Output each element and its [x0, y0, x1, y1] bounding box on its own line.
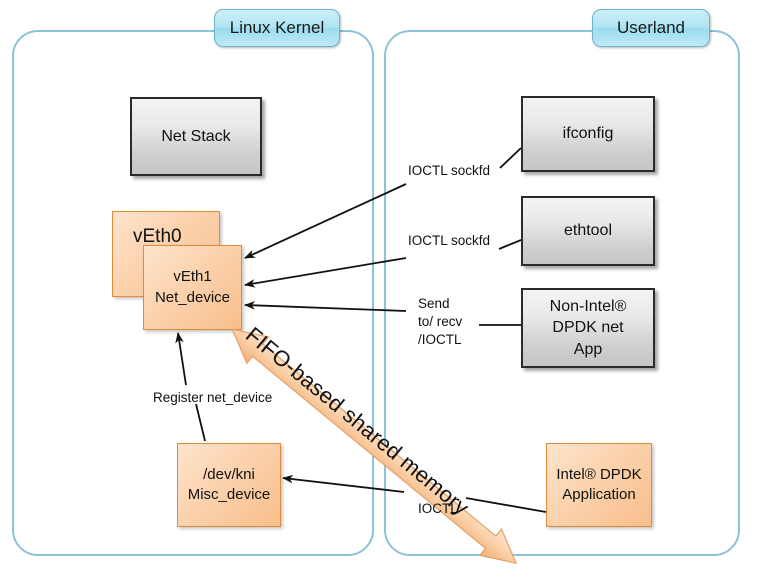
- edge-label-send-recv-ioctl: Send to/ recv /IOCTL: [418, 296, 463, 348]
- edge-label-register-net-device: Register net_device: [153, 390, 273, 405]
- edge-label-ioctl-bottom: IOCTL: [418, 501, 458, 516]
- panel-linux-kernel: [12, 30, 374, 556]
- box-intel-dpdk-application: Intel® DPDK Application: [546, 443, 652, 527]
- edge-label-ioctl-sockfd-2: IOCTL sockfd: [408, 233, 491, 248]
- panel-label-userland: Userland: [592, 9, 710, 47]
- box-ifconfig: ifconfig: [521, 96, 655, 172]
- box-ethtool: ethtool: [521, 196, 655, 266]
- panel-label-linux-kernel: Linux Kernel: [214, 9, 340, 47]
- fifo-shared-memory-arrow: [231, 328, 518, 565]
- panel-userland: [384, 30, 740, 556]
- box-dev-kni-misc-device: /dev/kni Misc_device: [177, 443, 281, 527]
- edge-label-ioctl-sockfd-1: IOCTL sockfd: [408, 163, 491, 178]
- box-non-intel-dpdk-net-app: Non-Intel® DPDK net App: [521, 288, 655, 368]
- box-veth1-net-device: vEth1 Net_device: [143, 245, 242, 330]
- box-net-stack: Net Stack: [130, 97, 262, 176]
